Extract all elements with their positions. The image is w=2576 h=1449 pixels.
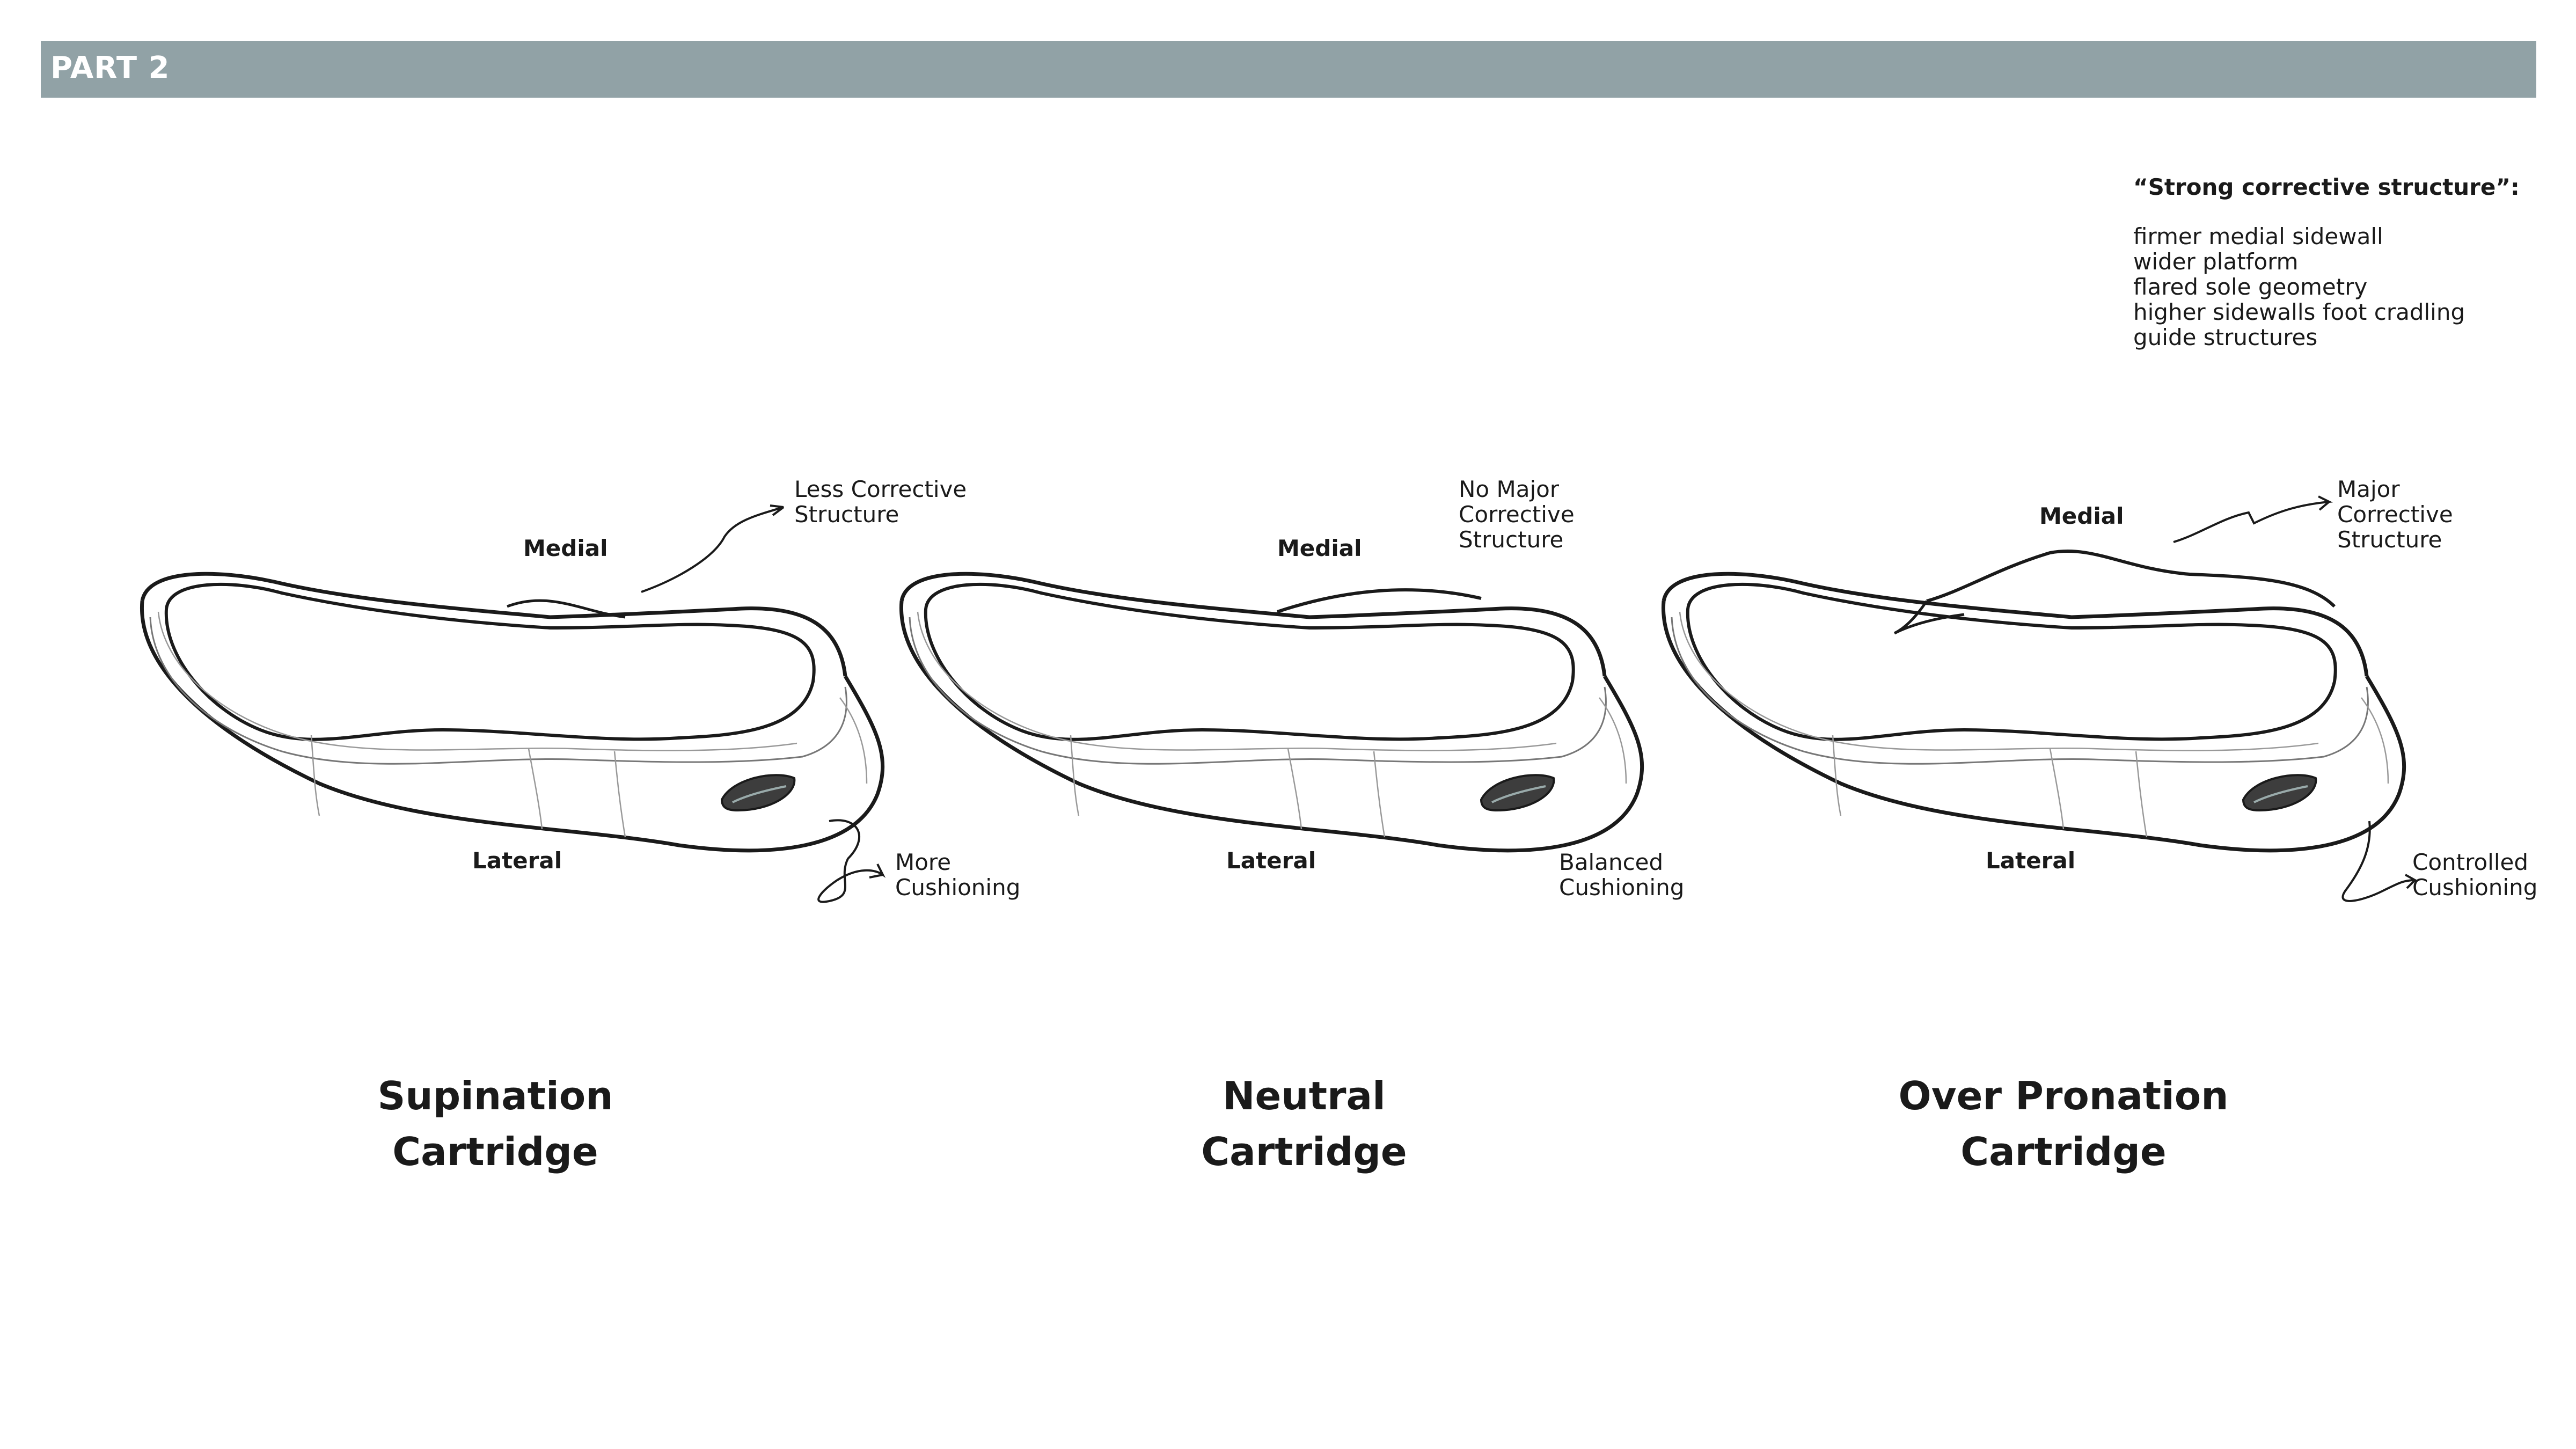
lateral-label: Lateral <box>472 847 562 874</box>
medial-label: Medial <box>2039 503 2124 529</box>
lateral-label: Lateral <box>1986 847 2076 874</box>
cartridge-title: Supination Cartridge <box>377 1073 613 1174</box>
bottom-callout: More Cushioning <box>895 849 1021 901</box>
callout-arrow-top <box>2173 495 2333 543</box>
medial-label: Medial <box>1277 535 1362 561</box>
callout-arrow-top <box>641 504 785 593</box>
note-heading: “Strong corrective structure”: <box>2133 174 2520 200</box>
note-item: wider platform <box>2133 248 2299 275</box>
top-callout: Major Corrective Structure <box>2337 476 2453 553</box>
note-item: higher sidewalls foot cradling <box>2133 299 2465 325</box>
supination-cartridge-sketch <box>142 574 882 851</box>
note-item: guide structures <box>2133 324 2318 350</box>
cartridge-title: Over Pronation Cartridge <box>1898 1073 2229 1174</box>
corrective-structure-note: “Strong corrective structure”: firmer me… <box>2133 174 2520 350</box>
note-item: flared sole geometry <box>2133 274 2368 300</box>
bottom-callout: Balanced Cushioning <box>1559 849 1685 901</box>
medial-label: Medial <box>523 535 608 561</box>
bottom-callout: Controlled Cushioning <box>2412 849 2538 901</box>
cartridge-title: Neutral Cartridge <box>1201 1073 1407 1174</box>
header-label: PART 2 <box>50 50 170 85</box>
header-bar: PART 2 <box>41 41 2536 98</box>
callout-arrow-bottom <box>817 819 886 903</box>
note-item: firmer medial sidewall <box>2133 223 2383 250</box>
top-callout: No Major Corrective Structure <box>1459 476 1575 553</box>
top-callout: Less Corrective Structure <box>794 476 967 528</box>
over-pronation-cartridge-sketch <box>1663 550 2404 851</box>
lateral-label: Lateral <box>1226 847 1316 874</box>
neutral-cartridge-sketch <box>901 574 1642 851</box>
callout-arrow-bottom <box>2341 821 2419 902</box>
